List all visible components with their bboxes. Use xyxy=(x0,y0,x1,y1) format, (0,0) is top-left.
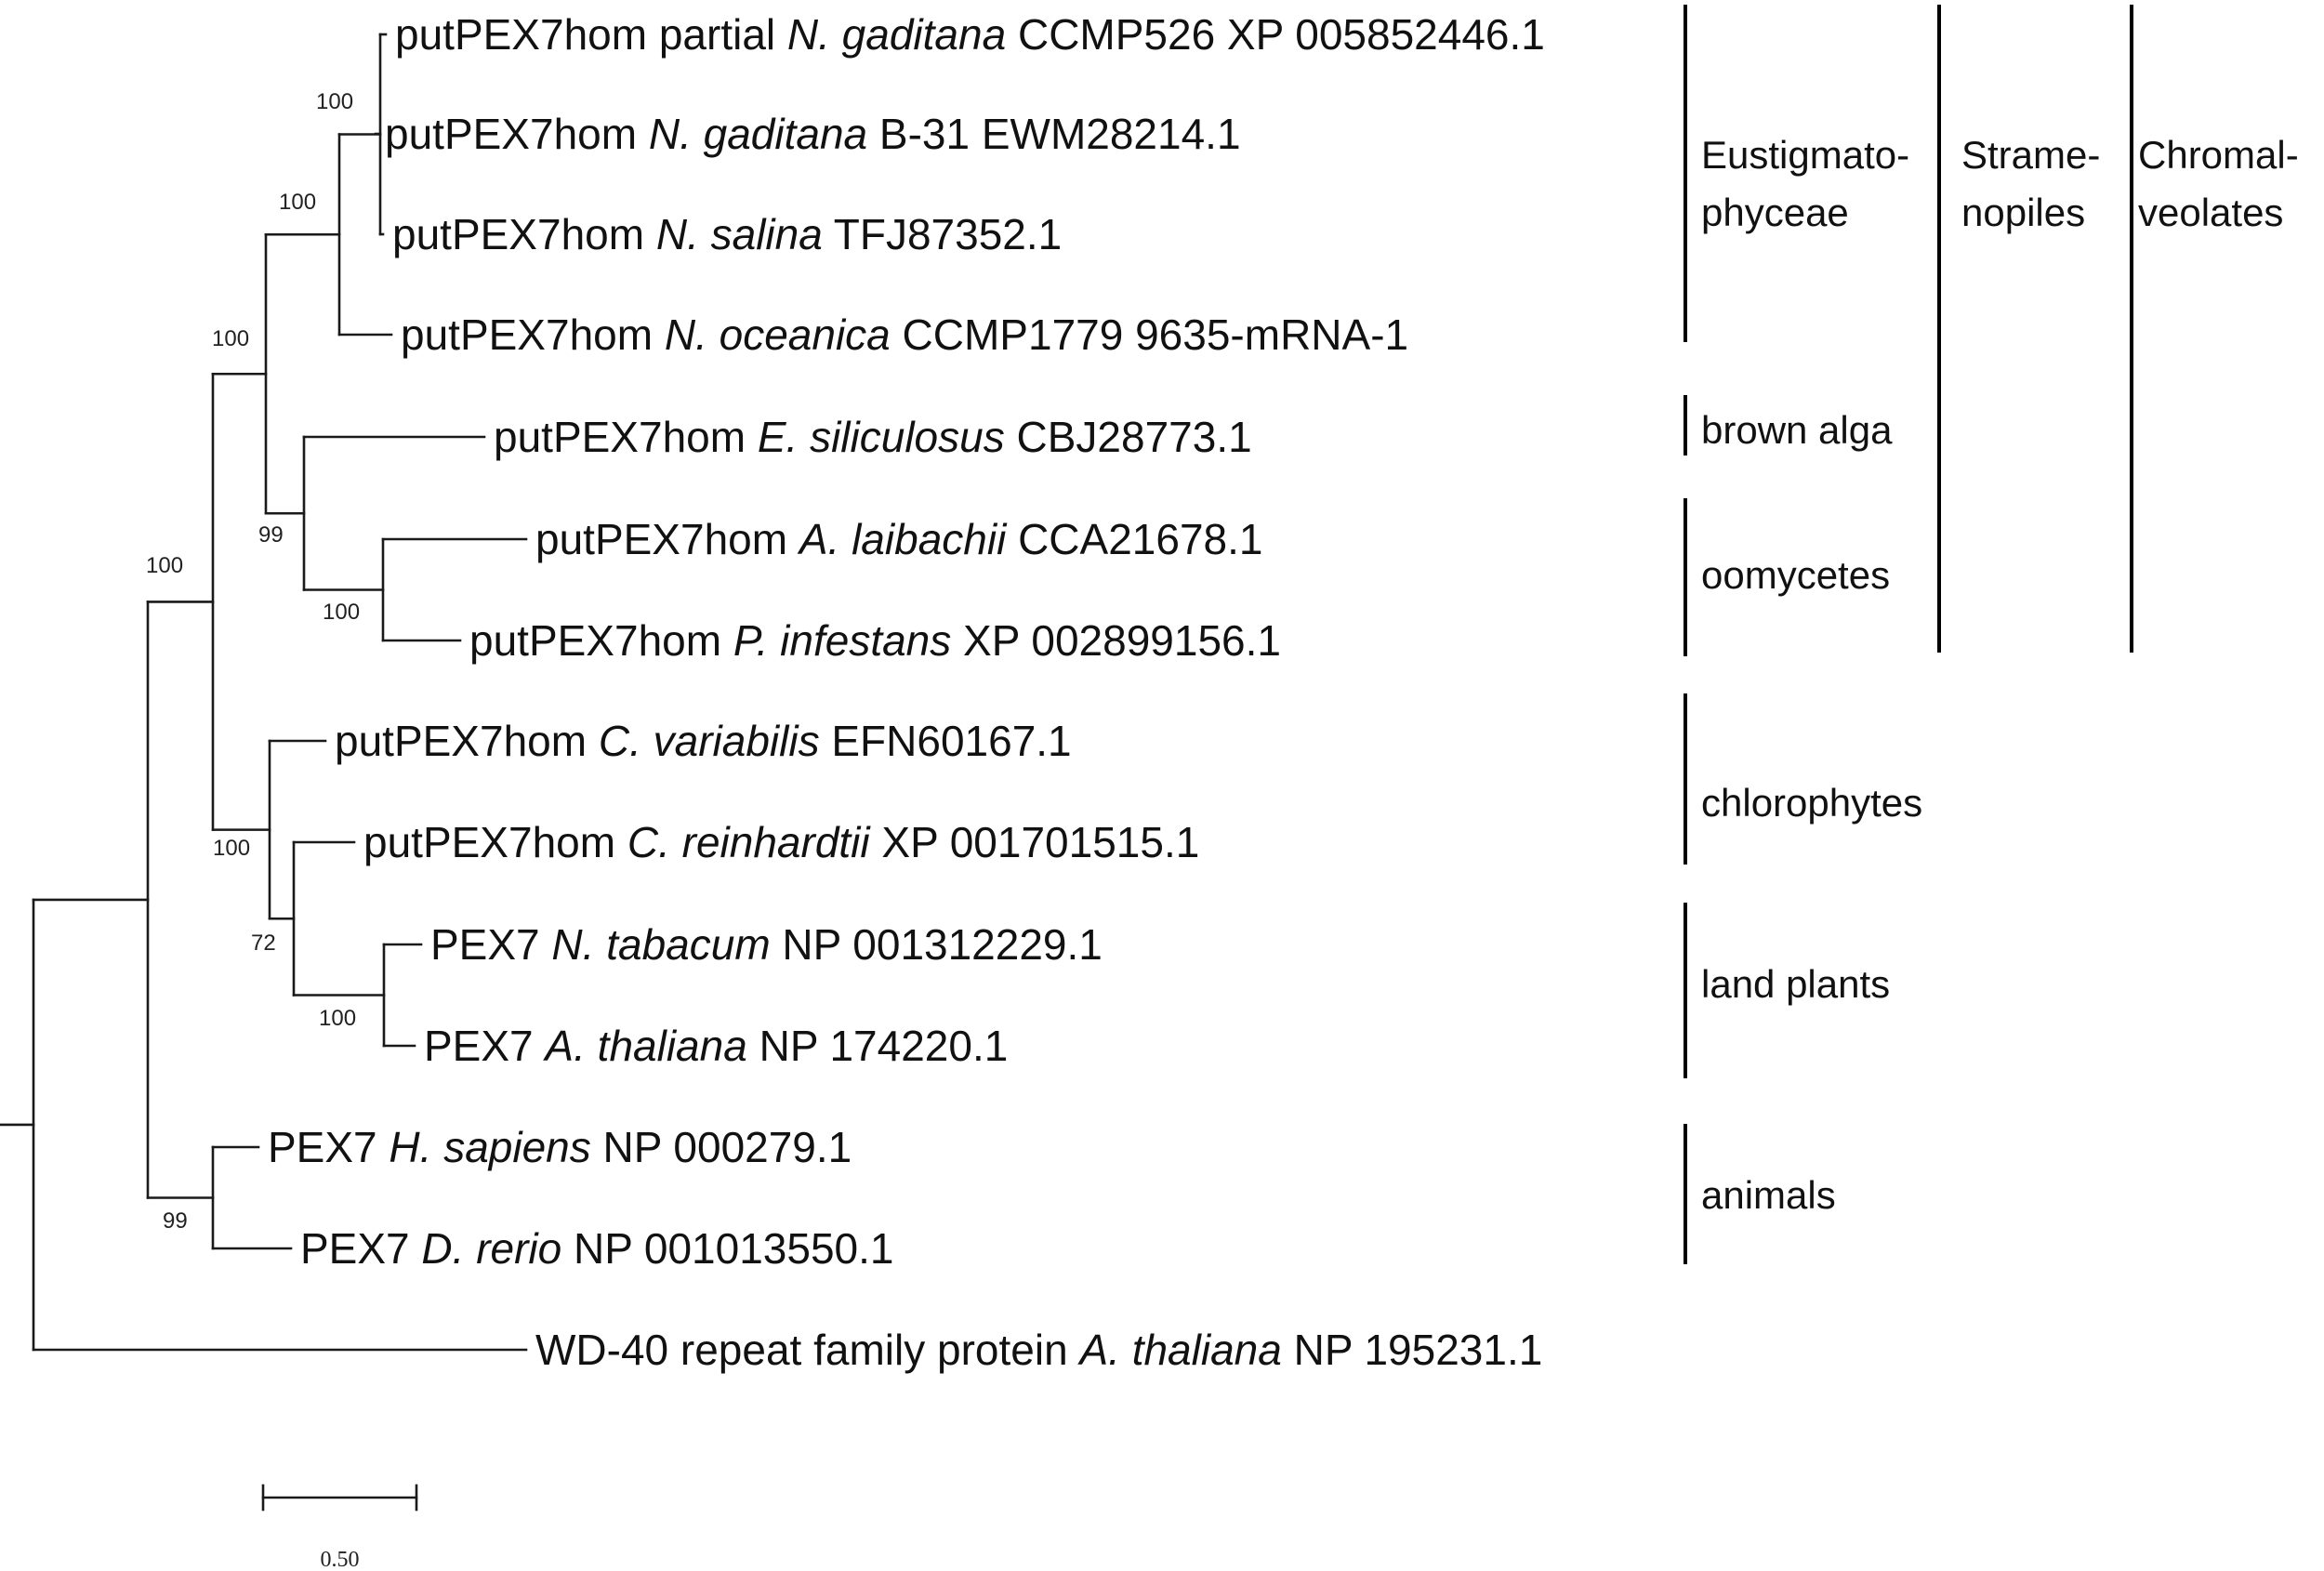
leaf-species: N. gaditana xyxy=(649,110,867,158)
leaf-label: PEX7 A. thaliana NP 174220.1 xyxy=(424,1022,1008,1070)
leaf-species: N. tabacum xyxy=(551,920,770,969)
bootstrap-value: 100 xyxy=(212,326,249,351)
leaf-accession: CCMP526 XP 005852446.1 xyxy=(1006,10,1545,59)
group-label-line: animals xyxy=(1701,1173,1836,1217)
leaf-prefix: putPEX7hom xyxy=(385,110,649,158)
leaf-species: N. salina xyxy=(656,210,823,258)
leaf-label: putPEX7hom partial N. gaditana CCMP526 X… xyxy=(395,10,1545,59)
leaf-species: A. thaliana xyxy=(1076,1326,1281,1374)
leaf-prefix: putPEX7hom partial xyxy=(395,10,787,59)
bootstrap-values: 100 100 100 100 99 100 100 72 100 99 xyxy=(146,89,360,1234)
bootstrap-value: 100 xyxy=(316,89,353,114)
leaf-accession: NP 000279.1 xyxy=(591,1123,852,1171)
leaf-accession: B-31 EWM28214.1 xyxy=(867,110,1240,158)
leaf-label: WD-40 repeat family protein A. thaliana … xyxy=(535,1326,1542,1374)
group-label-line: nopiles xyxy=(1961,191,2085,234)
group-brackets xyxy=(1684,5,2133,1264)
leaf-accession: EFN60167.1 xyxy=(820,717,1072,765)
group-label-brown-alga: brown alga xyxy=(1701,408,1893,452)
leaf-prefix: PEX7 xyxy=(300,1224,421,1273)
leaf-prefix: putPEX7hom xyxy=(363,818,627,866)
leaf-label: putPEX7hom A. laibachii CCA21678.1 xyxy=(535,515,1262,563)
leaf-accession: CCMP1779 9635-mRNA-1 xyxy=(891,310,1408,359)
leaf-label: putPEX7hom N. salina TFJ87352.1 xyxy=(392,210,1062,258)
leaf-accession: TFJ87352.1 xyxy=(823,210,1062,258)
bootstrap-value: 72 xyxy=(251,931,276,956)
scale-bar: 0.50 xyxy=(261,1484,418,1571)
group-label-chromalveolates: Chromal-veolates xyxy=(2138,133,2299,234)
leaf-species: N. gaditana xyxy=(787,10,1006,59)
leaf-accession: XP 002899156.1 xyxy=(951,616,1281,665)
leaf-prefix: putPEX7hom xyxy=(494,413,758,461)
leaf-accession: CBJ28773.1 xyxy=(1005,413,1252,461)
leaf-prefix: PEX7 xyxy=(424,1022,545,1070)
tree-branches xyxy=(0,33,528,1352)
group-labels: Eustigmato-phyceae brown alga oomycetes chl… xyxy=(1701,133,2299,1217)
scale-bar-label: 0.50 xyxy=(321,1548,360,1571)
bootstrap-value: 100 xyxy=(279,190,316,215)
leaf-prefix: PEX7 xyxy=(430,920,551,969)
bootstrap-value: 100 xyxy=(323,600,360,625)
leaf-accession: XP 001701515.1 xyxy=(870,818,1200,866)
leaf-species: E. siliculosus xyxy=(758,413,1005,461)
leaf-prefix: putPEX7hom xyxy=(535,515,799,563)
leaf-prefix: WD-40 repeat family protein xyxy=(535,1326,1079,1374)
group-label-land-plants: land plants xyxy=(1701,962,1890,1006)
leaf-prefix: putPEX7hom xyxy=(392,210,656,258)
leaf-species: A. thaliana xyxy=(542,1022,746,1070)
leaf-accession: CCA21678.1 xyxy=(1006,515,1262,563)
leaf-accession: NP 195231.1 xyxy=(1282,1326,1543,1374)
leaf-species: A. laibachii xyxy=(797,515,1008,563)
group-label-stramenopiles: Strame-nopiles xyxy=(1961,133,2100,234)
group-label-line: Chromal- xyxy=(2138,133,2299,177)
leaf-label: putPEX7hom C. reinhardtii XP 001701515.1 xyxy=(363,818,1199,866)
group-label-oomycetes: oomycetes xyxy=(1701,553,1890,597)
bootstrap-value: 100 xyxy=(146,553,183,578)
group-label-line: phyceae xyxy=(1701,191,1849,234)
leaf-label: putPEX7hom N. gaditana B-31 EWM28214.1 xyxy=(385,110,1241,158)
group-label-line: chlorophytes xyxy=(1701,781,1922,825)
group-label-animals: animals xyxy=(1701,1173,1836,1217)
leaf-labels: putPEX7hom partial N. gaditana CCMP526 X… xyxy=(268,10,1545,1374)
leaf-prefix: PEX7 xyxy=(268,1123,389,1171)
leaf-label: putPEX7hom C. variabilis EFN60167.1 xyxy=(335,717,1072,765)
leaf-prefix: putPEX7hom xyxy=(469,616,733,665)
group-label-line: brown alga xyxy=(1701,408,1893,452)
group-label-line: land plants xyxy=(1701,962,1890,1006)
leaf-prefix: putPEX7hom xyxy=(401,310,665,359)
leaf-label: putPEX7hom P. infestans XP 002899156.1 xyxy=(469,616,1281,665)
leaf-species: C. reinhardtii xyxy=(627,818,872,866)
group-label-line: Strame- xyxy=(1961,133,2100,177)
leaf-label: putPEX7hom E. siliculosus CBJ28773.1 xyxy=(494,413,1252,461)
leaf-label: PEX7 N. tabacum NP 001312229.1 xyxy=(430,920,1103,969)
leaf-accession: NP 174220.1 xyxy=(747,1022,1009,1070)
leaf-species: N. oceanica xyxy=(665,310,891,359)
leaf-label: PEX7 D. rerio NP 001013550.1 xyxy=(300,1224,893,1273)
bootstrap-value: 99 xyxy=(163,1208,188,1234)
leaf-species: D. rerio xyxy=(421,1224,561,1273)
group-label-chlorophytes: chlorophytes xyxy=(1701,781,1922,825)
leaf-label: putPEX7hom N. oceanica CCMP1779 9635-mRN… xyxy=(401,310,1408,359)
group-label-line: Eustigmato- xyxy=(1701,133,1909,177)
bootstrap-value: 99 xyxy=(258,522,284,548)
group-label-line: veolates xyxy=(2138,191,2283,234)
leaf-species: C. variabilis xyxy=(599,717,820,765)
leaf-accession: NP 001312229.1 xyxy=(771,920,1103,969)
bootstrap-value: 100 xyxy=(319,1006,356,1031)
bootstrap-value: 100 xyxy=(213,836,250,861)
group-label-line: oomycetes xyxy=(1701,553,1890,597)
leaf-prefix: putPEX7hom xyxy=(335,717,599,765)
leaf-accession: NP 001013550.1 xyxy=(561,1224,893,1273)
leaf-label: PEX7 H. sapiens NP 000279.1 xyxy=(268,1123,852,1171)
leaf-species: P. infestans xyxy=(733,616,951,665)
group-label-eustigmatophyceae: Eustigmato-phyceae xyxy=(1701,133,1909,234)
leaf-species: H. sapiens xyxy=(389,1123,590,1171)
